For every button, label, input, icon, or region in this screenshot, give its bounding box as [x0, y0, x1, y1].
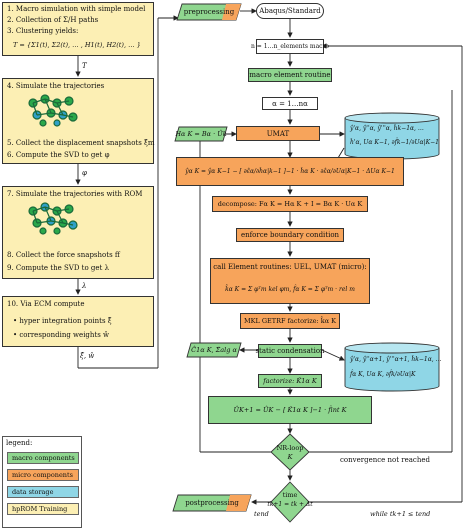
stage1-line2: 2. Collection of Σ/H paths: [7, 16, 99, 24]
legend-macro: macro components: [7, 452, 79, 464]
element-routines-node: call Element routines: UEL, UMAT (micro)…: [210, 258, 370, 304]
umat-input-label: Hα K = Bα · Ûk: [175, 130, 227, 138]
update-equation-node: ŷα K = ŷα K−1 − [ ∂ε̂α/∂ĥα|k−1 ]−1 · ĥα …: [176, 157, 404, 186]
arrow2-label: φ: [82, 169, 87, 177]
storage-bottom-line2: f̂α K, Uα K, ∂f̂k/∂Uα|K: [350, 371, 416, 378]
alpha-loop-label: α = 1…nα: [272, 99, 308, 108]
storage-top-cylinder: [344, 112, 440, 160]
nr-loop-diamond: [270, 433, 310, 471]
legend-title: legend:: [6, 439, 33, 447]
storage-top-line1: ŷ'α, ŷ''α, ŷ'''α, ĥk−1α, …: [350, 125, 424, 132]
static-condensation-node: static condensation: [255, 344, 325, 358]
static-condensation-label: static condensation: [255, 347, 325, 355]
time-equation: tk+1 = tk + Δt: [267, 500, 313, 508]
stage1-line1: 1. Macro simulation with simple model: [7, 5, 146, 13]
stage2-line3: 6. Compute the SVD to get φ: [7, 151, 110, 159]
legend: legend: macro components micro component…: [2, 436, 82, 528]
stage1-line3: 3. Clustering yields:: [7, 27, 79, 35]
stage4-line3: corresponding weights ŵ: [19, 331, 110, 339]
stage1-line4: T = {Σ1(t), Σ2(t), … , H1(t), H2(t), … }: [13, 41, 141, 49]
decompose-label: decompose: Fα K = Hα K + I = Bα K · Uα K: [217, 200, 363, 208]
stage3-line3: 9. Compute the SVD to get λ: [7, 264, 110, 272]
factorize-node: factorize: K̂1α K: [258, 374, 322, 388]
arrow3-label: λ: [82, 282, 87, 290]
boundary-node: enforce boundary condition: [236, 228, 344, 242]
decompose-node: decompose: Fα K = Hα K + I = Bα K · Uα K: [212, 196, 368, 212]
time-label: time: [282, 490, 298, 499]
preprocessing-label: preprocessing: [183, 8, 235, 16]
stage-force-svd: 7. Simulate the trajectories with ROM 8.…: [2, 186, 154, 279]
output-label: ξ̂, ŵ: [80, 352, 95, 360]
stage-ecm: 10. Via ECM compute • hyper integration …: [2, 296, 154, 347]
legend-micro: micro components: [7, 469, 79, 481]
stiffness-out-label: Ĉ1α K, Σ̂alg α: [191, 346, 237, 354]
umat-node: UMAT: [236, 126, 320, 141]
macro-routine-label: macro element routine: [249, 71, 331, 79]
solve-label: ÛK+1 = ÛK − [ K̂1α K ]−1 · f̂int K: [233, 406, 347, 414]
stage2-line2: 5. Collect the displacement snapshots ξ̂…: [7, 139, 155, 147]
mkl-node: MKL GETRF factorize: k̂α K: [240, 313, 340, 329]
stage3-line2: 8. Collect the force snapshots ff: [7, 251, 120, 259]
boundary-label: enforce boundary condition: [240, 231, 340, 239]
mkl-label: MKL GETRF factorize: k̂α K: [243, 317, 337, 325]
element-equation: k̂α K = Σ φᵀm kel φm, f̂α K = Σ φᵀm · re…: [225, 285, 355, 293]
postprocessing-label: postprocessing: [185, 499, 239, 507]
nr-loop-label: NR-loop: [276, 443, 304, 452]
storage-top-line2: ĥ'α, Uα K−1, ∂f̂k−1/∂Uα|K−1: [350, 139, 439, 146]
stage4-line1: 10. Via ECM compute: [7, 300, 85, 308]
stage4-bullet2: • corresponding weights ŵ: [13, 331, 110, 339]
convergence-label: convergence not reached: [340, 456, 430, 464]
element-routines-label: call Element routines: UEL, UMAT (micro)…: [213, 263, 367, 271]
preprocessing-shape: [176, 3, 242, 21]
stage4-bullet1: • hyper integration points ξ̂: [13, 317, 112, 325]
umat-label: UMAT: [266, 129, 290, 138]
microstructure-rom-image: [28, 202, 78, 235]
legend-storage: data storage: [7, 486, 79, 498]
stage3-line1: 7. Simulate the trajectories with ROM: [7, 190, 143, 198]
n-loop-node: n = 1…n_elements macro: [250, 39, 330, 54]
update-equation-label: ŷα K = ŷα K−1 − [ ∂ε̂α/∂ĥα|k−1 ]−1 · ĥα …: [185, 168, 395, 175]
stage4-line2: hyper integration points ξ̂: [19, 317, 112, 325]
while-label: while tk+1 ≤ tend: [370, 510, 431, 518]
factorize-label: factorize: K̂1α K: [263, 377, 317, 385]
storage-bottom-line1: ŷ'α, ŷ''α+1, ŷ'''α+1, ĥk−1α, …: [350, 356, 442, 363]
nr-loop-var: K: [287, 452, 293, 461]
abaqus-label: Abaqus/Standard: [259, 7, 321, 15]
legend-training: hpROM Training: [7, 503, 79, 515]
tend-label: tend: [254, 510, 269, 518]
time-diamond: [270, 481, 310, 523]
stage-displacement-svd: 4. Simulate the trajectories 5. Collect …: [2, 78, 155, 164]
postprocessing-shape: [172, 494, 252, 512]
microstructure-image: [28, 94, 78, 127]
abaqus-node: Abaqus/Standard: [256, 3, 324, 19]
stiffness-out-shape: [186, 342, 242, 358]
stage-macro-simulation: 1. Macro simulation with simple model 2.…: [2, 2, 154, 56]
macro-routine-node: macro element routine: [248, 68, 332, 82]
arrow1-label: T: [82, 62, 87, 70]
alpha-loop-node: α = 1…nα: [262, 97, 318, 110]
n-loop-label: n = 1…n_elements macro: [250, 43, 330, 50]
solve-node: ÛK+1 = ÛK − [ K̂1α K ]−1 · f̂int K: [208, 396, 372, 424]
stage2-line1: 4. Simulate the trajectories: [7, 82, 105, 90]
umat-input-shape: [174, 126, 228, 142]
storage-bottom-cylinder: [344, 342, 440, 392]
